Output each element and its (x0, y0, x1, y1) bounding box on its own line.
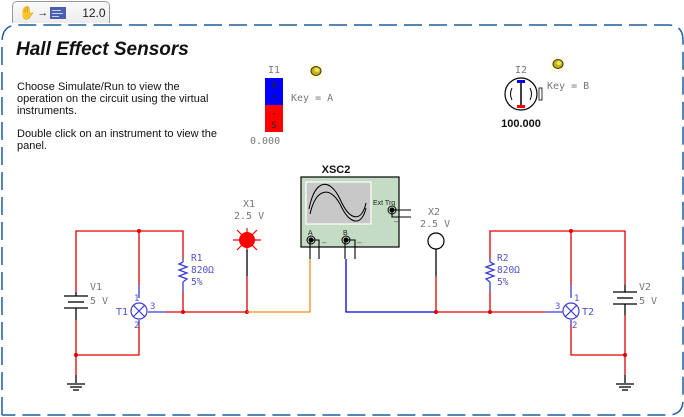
i1-label: I1 (268, 65, 280, 76)
r2-tolerance: 5% (497, 277, 509, 288)
i1-south-label: S (271, 121, 276, 131)
t2-label: T2 (582, 307, 594, 318)
t1-pin1-label: 1 (134, 294, 139, 304)
junction-dots-left (74, 229, 249, 357)
v2-label: V2 (639, 282, 651, 293)
ground-right-icon (616, 383, 634, 391)
t2-pin2-label: 2 (572, 321, 577, 331)
version-label: 12.0 (82, 5, 106, 20)
i1-minus-label: - (271, 109, 276, 119)
magnet-i1[interactable] (265, 78, 283, 132)
t1-pin3-label: 3 (150, 302, 155, 312)
x1-voltage: 2.5 V (234, 211, 264, 222)
hand-icon: ✋ (19, 5, 36, 20)
arrow-right-icon: → (37, 6, 49, 19)
left-circuit (64, 230, 247, 383)
r2-label: R2 (497, 253, 508, 264)
t2-pin3-label: 3 (555, 302, 560, 312)
svg-text:–: – (322, 238, 327, 247)
x2-label: X2 (428, 207, 440, 218)
hall-sensor-t1-icon[interactable] (130, 302, 148, 320)
wire-channel-a (247, 259, 311, 313)
v2-voltage: 5 V (639, 296, 657, 307)
r1-resistance: 820Ω (191, 265, 214, 276)
circuit-tab[interactable]: ✋ → 12.0 (12, 1, 110, 23)
hall-sensor-t2-icon[interactable] (562, 302, 580, 320)
key-toggle-b-icon[interactable] (551, 57, 565, 72)
right-circuit (436, 230, 637, 383)
i1-value: 0.000 (250, 136, 280, 147)
probe-x1[interactable] (233, 228, 261, 252)
instruction-simulate: Choose Simulate/Run to view the operatio… (17, 81, 209, 117)
r1-tolerance: 5% (191, 277, 203, 288)
t1-pin2-label: 2 (134, 321, 139, 331)
i2-value: 100.000 (501, 118, 541, 130)
i2-key-label: Key = B (547, 81, 589, 92)
junction-dots-right (434, 229, 627, 357)
instrument-panel-icon (50, 6, 67, 19)
i1-key-label: Key = A (291, 93, 333, 104)
xsc2-label: XSC2 (322, 164, 351, 176)
key-toggle-a-icon[interactable] (309, 64, 323, 79)
r1-label: R1 (191, 253, 203, 264)
channel-a-label: A (308, 230, 313, 237)
x1-label: X1 (243, 199, 255, 210)
i2-label: I2 (515, 65, 527, 76)
probe-x2[interactable] (427, 232, 445, 250)
t1-label: T1 (116, 307, 128, 318)
oscilloscope-xsc2[interactable]: – – – (300, 176, 411, 259)
ground-left-icon (67, 383, 85, 391)
t2-pin1-label: 1 (574, 294, 579, 304)
v1-label: V1 (90, 282, 102, 293)
instructions: Choose Simulate/Run to view the operatio… (17, 81, 227, 163)
r2-resistance: 820Ω (497, 265, 520, 276)
page-title: Hall Effect Sensors (16, 39, 189, 60)
i1-north-label: N (271, 81, 276, 91)
page-border (1, 24, 684, 416)
ext-trig-label: Ext Trg (373, 200, 395, 207)
svg-text:–: – (394, 217, 399, 226)
svg-text:–: – (357, 238, 362, 247)
v1-voltage: 5 V (90, 296, 108, 307)
instruction-double-click: Double click on an instrument to view th… (17, 128, 217, 152)
wire-channel-b (345, 259, 436, 313)
i1-plus-label: + (271, 92, 277, 102)
rotary-magnet-i2[interactable] (504, 77, 543, 111)
channel-b-label: B (343, 230, 348, 237)
x2-voltage: 2.5 V (420, 219, 450, 230)
